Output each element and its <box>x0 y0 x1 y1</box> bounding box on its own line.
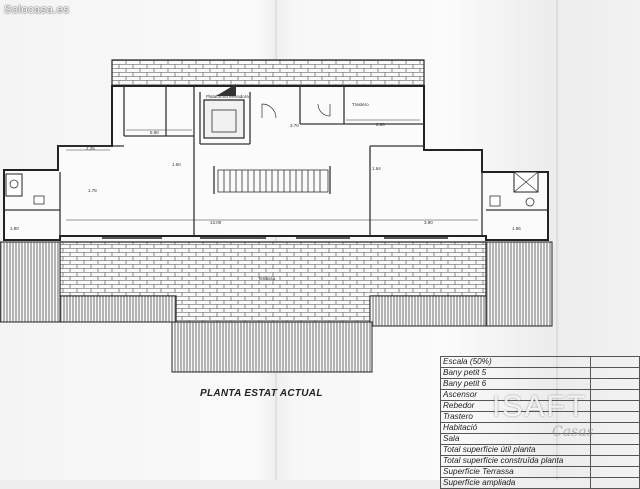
svg-text:5.90: 5.90 <box>150 130 159 135</box>
legend-value <box>590 422 640 434</box>
legend-value <box>590 455 640 467</box>
legend-label: Bany petit 5 <box>440 367 591 379</box>
agency-logo-subtitle: Casas <box>552 424 594 440</box>
legend-row: Total superfície construïda planta <box>440 455 640 467</box>
label-plataforma: Plataforma elevadora <box>206 94 249 99</box>
pergola-right <box>485 241 553 327</box>
legend-value <box>590 378 640 390</box>
legend-row: Bany petit 5 <box>440 367 640 379</box>
legend-value <box>590 367 640 379</box>
svg-text:1.80: 1.80 <box>10 226 19 231</box>
legend-label: Total superfície construïda planta <box>440 455 591 467</box>
stairs <box>217 169 329 193</box>
svg-text:1.86: 1.86 <box>512 226 521 231</box>
stair-mark-icon <box>216 84 236 96</box>
pergola-bottom <box>171 321 373 373</box>
agency-logo-watermark: ISAFT <box>492 390 588 423</box>
svg-text:1.78: 1.78 <box>88 188 97 193</box>
paper-fold <box>275 0 277 480</box>
bathroom-left <box>5 173 23 197</box>
label-terrassa: Terrassa <box>258 276 276 281</box>
legend-label: Superfície Terrassa <box>440 466 591 478</box>
svg-text:2.80: 2.80 <box>376 122 385 127</box>
legend-row: Sala <box>440 433 640 445</box>
svg-text:1.64: 1.64 <box>372 166 381 171</box>
pergola-right-lower <box>369 295 487 327</box>
legend-label: Escala (50%) <box>440 356 591 368</box>
paper-fold <box>556 0 558 480</box>
svg-text:3.90: 3.90 <box>424 220 433 225</box>
svg-text:2.25: 2.25 <box>86 146 95 151</box>
building-outline <box>3 85 549 241</box>
legend-row: Escala (50%) <box>440 356 640 368</box>
pergola-left <box>0 241 61 323</box>
legend-value <box>590 411 640 423</box>
plan-title: PLANTA ESTAT ACTUAL <box>200 388 323 399</box>
legend-value <box>590 444 640 456</box>
legend-label: Total superfície útil planta <box>440 444 591 456</box>
legend-row: Superfície ampliada <box>440 477 640 489</box>
legend-value <box>590 389 640 401</box>
svg-text:1.60: 1.60 <box>172 162 181 167</box>
brick-roof-strip <box>111 59 425 87</box>
label-trastero: Trastero <box>352 102 369 107</box>
svg-text:13.00: 13.00 <box>210 220 222 225</box>
legend-value <box>590 477 640 489</box>
legend-label: Superfície ampliada <box>440 477 591 489</box>
legend-value <box>590 433 640 445</box>
pergola-left-lower <box>59 295 177 323</box>
legend-row: Habitació <box>440 422 640 434</box>
legend-value <box>590 356 640 368</box>
legend-row: Total superfície útil planta <box>440 444 640 456</box>
legend-row: Superfície Terrassa <box>440 466 640 478</box>
legend-row: Ascensor <box>440 389 640 401</box>
legend-value <box>590 400 640 412</box>
legend-label: Bany petit 6 <box>440 378 591 390</box>
legend-value <box>590 466 640 478</box>
svg-text:3.70: 3.70 <box>290 123 299 128</box>
site-watermark: Solocasa.es <box>4 4 70 16</box>
legend-row: Bany petit 6 <box>440 378 640 390</box>
